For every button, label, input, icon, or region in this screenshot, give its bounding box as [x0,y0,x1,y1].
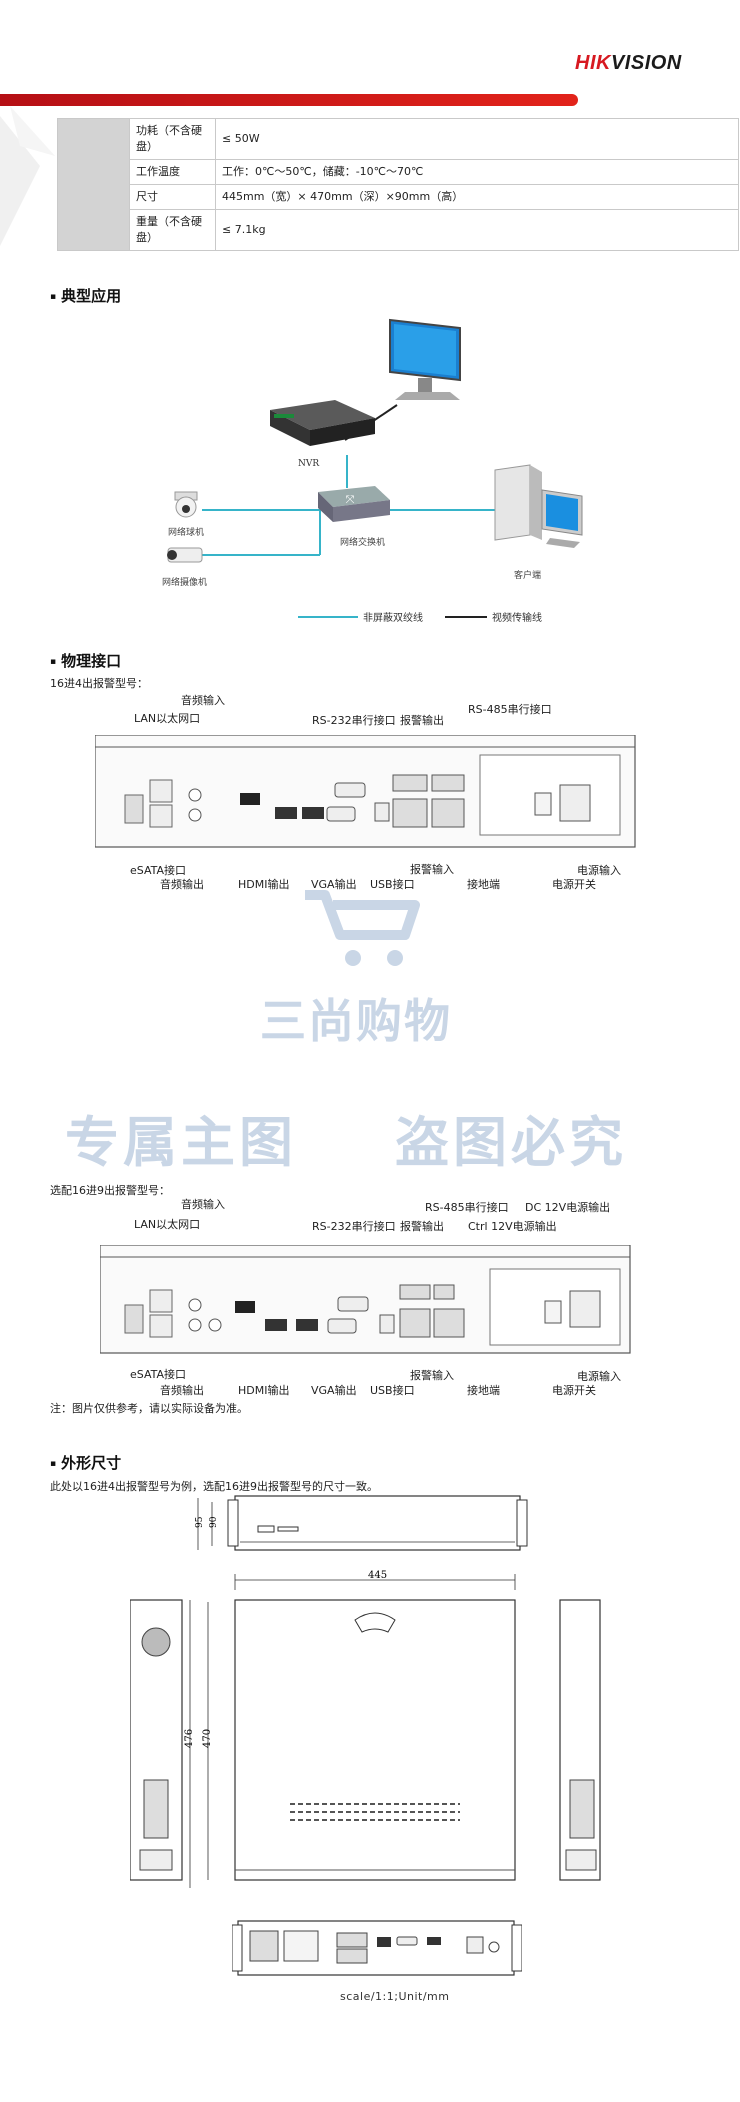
spec-table: 功耗（不含硬盘） ≤ 50W 工作温度 工作：0℃～50℃，储藏：-10℃～70… [57,118,739,251]
dome-camera-icon [174,491,198,518]
front-view-drawing: 95 90 [195,1495,528,1551]
p1-usb-label: USB接口 [370,878,415,891]
spec-value: ≤ 50W [215,118,739,160]
p2-rs232-label: RS-232串行接口 [312,1220,396,1233]
section-title-physical: 物理接口 [50,650,121,671]
watermark-brand: 三尚购物 [260,994,452,1048]
p2-rs485-label: RS-485串行接口 [425,1201,509,1214]
section-title-typical: 典型应用 [50,285,121,306]
spec-key: 重量（不含硬盘） [129,208,216,251]
p2-audio-in-label: 音频输入 [181,1198,225,1211]
spec-value: 445mm（宽）× 470mm（深）×90mm（高） [215,183,739,210]
bullet-camera-icon [167,547,203,563]
client-pc-icon [494,464,583,548]
panel-note: 注：图片仅供参考，请以实际设备为准。 [50,1402,248,1415]
typical-application-diagram: NVR ⤧ 网络交换机 网络球机 网络摄像机 客户端 非屏蔽双绞线 视频传输线 [162,318,583,624]
corner-decoration [0,106,55,246]
panel2-caption: 选配16进9出报警型号： [50,1184,170,1197]
dome-label: 网络球机 [168,526,204,538]
table-row: 尺寸 445mm（宽）× 470mm（深）×90mm（高） [58,183,739,210]
p2-dc12-label: DC 12V电源输出 [525,1201,611,1214]
nvr-label: NVR [298,459,319,469]
p2-alarm-in-label: 报警输入 [410,1369,454,1382]
p1-lan-label: LAN以太网口 [134,712,201,725]
p1-alarm-in-label: 报警输入 [410,863,454,876]
p1-power-switch-label: 电源开关 [552,878,596,891]
p1-esata-label: eSATA接口 [130,864,187,877]
p2-usb-label: USB接口 [370,1384,415,1397]
p2-alarm-out-label: 报警输出 [400,1220,444,1233]
table-row: 重量（不含硬盘） ≤ 7.1kg [58,208,739,251]
dim-95-label: 95 [195,1516,205,1528]
hikvision-logo: HIKVISION [575,52,682,74]
p2-ground-label: 接地端 [467,1384,500,1397]
p1-rs232-label: RS-232串行接口 [312,714,396,727]
top-side-view-drawing: 445 476 470 [130,1570,601,1888]
p2-esata-label: eSATA接口 [130,1368,187,1381]
watermark-left: 专属主图 [65,1111,297,1174]
p1-audio-in-label: 音频输入 [181,694,225,707]
camera-label: 网络摄像机 [162,576,207,588]
rear-panel-2 [100,1245,631,1354]
panel1-caption: 16进4出报警型号： [50,677,148,690]
dim-476-label: 476 [184,1729,195,1748]
table-row: 工作温度 工作：0℃～50℃，储藏：-10℃～70℃ [58,158,739,185]
table-row: 功耗（不含硬盘） ≤ 50W [57,118,739,251]
watermark-right: 盗图必究 [395,1111,627,1174]
spec-value: ≤ 7.1kg [215,208,739,251]
spec-key: 功耗（不含硬盘） [129,118,216,160]
network-switch-icon: ⤧ [318,486,390,522]
spec-key: 尺寸 [129,183,216,210]
p2-ctrl12-label: Ctrl 12V电源输出 [468,1220,557,1233]
switch-label: 网络交换机 [340,536,385,548]
spec-key: 工作温度 [129,158,216,185]
p2-lan-label: LAN以太网口 [134,1218,201,1231]
dimensions-desc: 此处以16进4出报警型号为例，选配16进9出报警型号的尺寸一致。 [50,1480,378,1493]
scale-note: scale/1:1;Unit/mm [340,1990,450,2003]
p2-hdmi-label: HDMI输出 [238,1384,290,1397]
p2-power-in-label: 电源输入 [577,1370,621,1383]
p2-vga-label: VGA输出 [311,1384,357,1397]
legend-black-label: 视频传输线 [492,611,542,624]
p2-audio-out-label: 音频输出 [160,1384,204,1397]
rear-panel-1: /* placeholder */ [95,735,636,848]
nvr-icon [270,400,375,446]
table-blank-cell [57,118,130,251]
legend-cyan-label: 非屏蔽双绞线 [363,611,423,624]
client-label: 客户端 [514,569,541,581]
section-title-dimensions: 外形尺寸 [50,1452,121,1473]
spec-value: 工作：0℃～50℃，储藏：-10℃～70℃ [215,158,739,185]
svg-text:⤧: ⤧ [346,493,355,506]
dim-90-label: 90 [209,1516,219,1528]
p1-ground-label: 接地端 [467,878,500,891]
header-red-bar [0,94,578,106]
p1-power-in-label: 电源输入 [577,864,621,877]
dim-445-label: 445 [368,1570,387,1581]
p1-audio-out-label: 音频输出 [160,878,204,891]
dim-470-label: 470 [202,1729,213,1748]
p1-rs485-label: RS-485串行接口 [468,703,552,716]
p1-vga-label: VGA输出 [311,878,357,891]
p1-alarm-out-label: 报警输出 [400,714,444,727]
rear-view-drawing [232,1920,522,1976]
cart-watermark-icon [305,890,420,966]
p1-hdmi-label: HDMI输出 [238,878,290,891]
monitor-icon [389,318,461,400]
p2-power-switch-label: 电源开关 [552,1384,596,1397]
